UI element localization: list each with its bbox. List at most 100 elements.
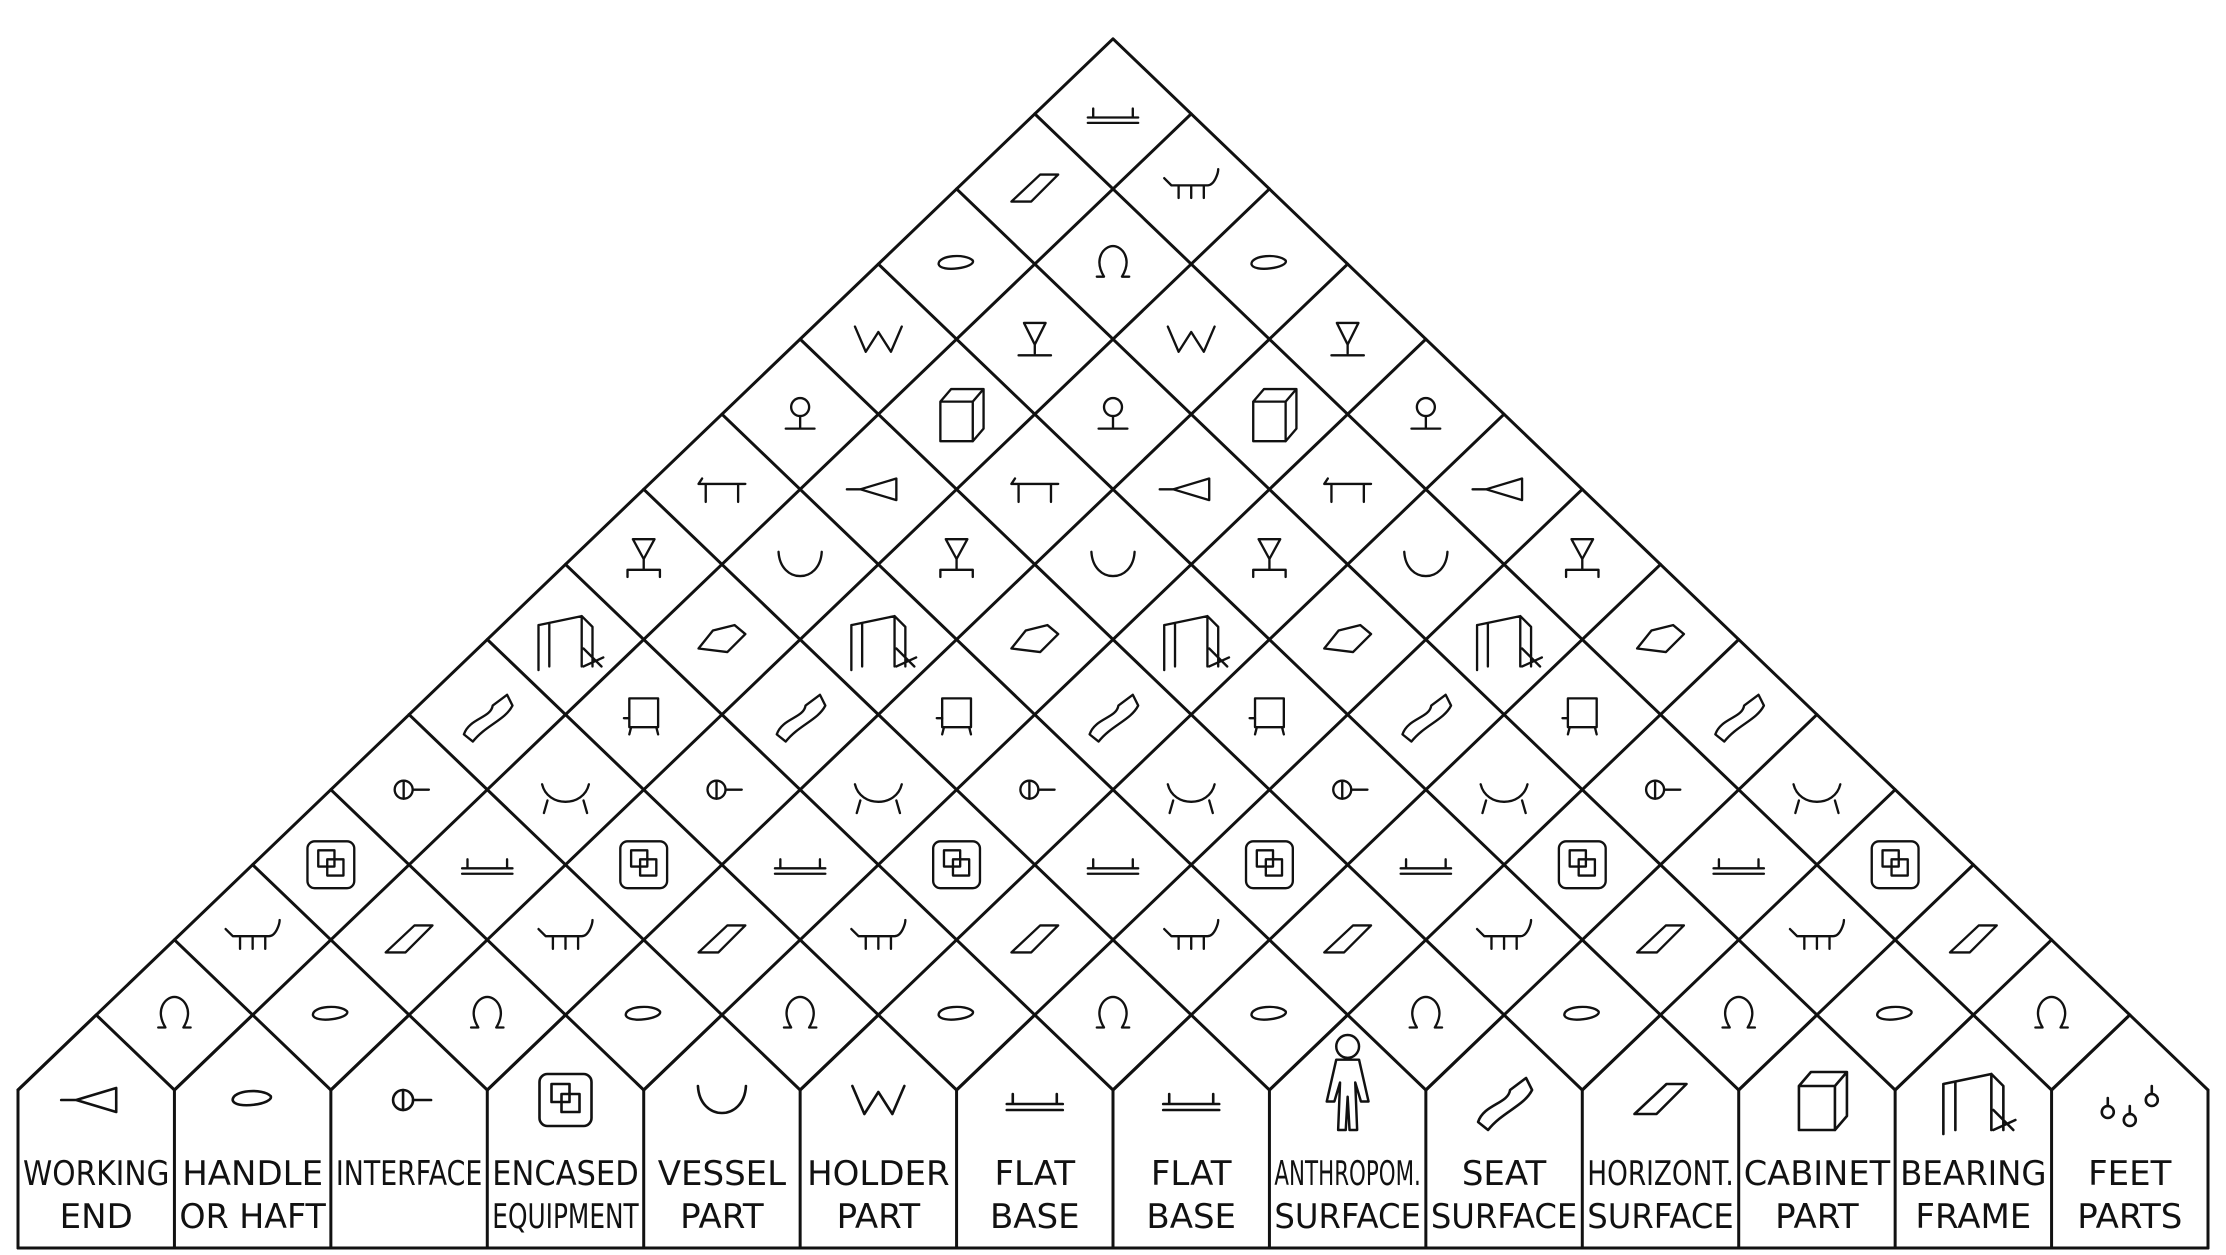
cell-symbol-tv-icon (1411, 398, 1440, 429)
cell-symbol-chair-icon (1794, 784, 1841, 813)
cell-symbol-bearing-icon (539, 616, 604, 670)
lattice-line (1035, 114, 2052, 1090)
cell-symbol-boxed-icon (1872, 841, 1919, 888)
cell-symbol-boxed-icon (933, 841, 980, 888)
cell-symbol-boxed-icon (1559, 841, 1606, 888)
cell-symbol-holderW-icon (855, 327, 902, 352)
cell-symbol-flatBase-icon (1088, 108, 1138, 122)
cell-symbol-sprawl-icon (1011, 625, 1058, 652)
cell-symbol-seat-icon (1090, 695, 1139, 742)
cell-symbol-bowl-icon (779, 552, 822, 576)
column-label-line1: HORIZONT. (1587, 1154, 1733, 1194)
cell-symbol-boxed-icon (307, 841, 354, 888)
cell-symbol-cone-icon (1160, 479, 1210, 501)
cell-symbol-chair-icon (1481, 784, 1528, 813)
cell-symbol-handle-icon (1564, 1007, 1598, 1020)
cell-symbol-boxed-icon (620, 841, 667, 888)
roof-line (1113, 1015, 1191, 1090)
cell-symbol-horiz-icon (1324, 925, 1371, 952)
flat-base-icon (1163, 1094, 1219, 1110)
roof-line (331, 1015, 409, 1090)
cell-symbol-bowl-icon (1404, 552, 1447, 576)
column-label-line2: EQUIPMENT (492, 1197, 639, 1237)
cell-symbol-handle-icon (939, 256, 973, 269)
column-label-line1: HOLDER (807, 1154, 950, 1194)
column-label-line1: FEET (2088, 1154, 2172, 1194)
cell-symbol-animal-icon (1164, 169, 1218, 198)
cell-symbol-holderW-icon (1168, 327, 1215, 352)
column-labels: WORKINGENDHANDLEOR HAFTINTERFACEENCASEDE… (23, 1154, 2182, 1237)
cell-symbol-screen-icon (1250, 698, 1284, 734)
roof-line (174, 1015, 252, 1090)
cell-symbol-handle-icon (1877, 1007, 1911, 1020)
column-label-line1: SEAT (1462, 1154, 1547, 1194)
cell-symbol-bearing-icon (1164, 616, 1229, 670)
roof-line (1582, 1015, 1660, 1090)
column-label-line1: INTERFACE (336, 1154, 482, 1194)
cell-symbol-iface-icon (1646, 781, 1680, 799)
column-label-line2: PARTS (2077, 1197, 2182, 1237)
roof-line (487, 1015, 565, 1090)
cell-symbol-screen-icon (937, 698, 971, 734)
cone-icon (61, 1088, 116, 1112)
lattice-line (722, 414, 1426, 1090)
column-label-line1: CABINET (1744, 1154, 1891, 1194)
column-label-line2: END (60, 1197, 133, 1237)
cell-symbol-chair-icon (855, 784, 902, 813)
cell-symbol-cabinet-icon (940, 389, 983, 441)
cell-symbol-horiz-icon (1011, 925, 1058, 952)
cell-symbol-sprawl-icon (1324, 625, 1371, 652)
roof-line (644, 1015, 722, 1090)
cell-symbol-handle-icon (626, 1007, 660, 1020)
lattice-line (253, 865, 488, 1090)
cell-symbol-omega-icon (1097, 246, 1129, 277)
roof-line (957, 1015, 1035, 1090)
cell-symbol-cabinet-icon (1253, 389, 1296, 441)
roof-line (2052, 1015, 2130, 1090)
bowl-icon (698, 1086, 746, 1113)
cell-symbol-tripod-icon (1253, 539, 1285, 577)
roof-line (1895, 1015, 1973, 1090)
grid-lines (18, 39, 2208, 1248)
seat-surface-icon (1478, 1078, 1532, 1130)
lattice-line (566, 564, 1114, 1090)
column-label-line2: OR HAFT (179, 1197, 326, 1237)
cell-symbol-flatBase-icon (775, 859, 825, 873)
cell-symbol-screen-icon (624, 698, 658, 734)
column-label-line2: PART (1775, 1197, 1859, 1237)
lattice-line (800, 414, 1504, 1090)
column-label-line2: SURFACE (1274, 1197, 1420, 1237)
horizontal-surface-icon (1635, 1084, 1687, 1114)
cell-symbol-sprawl-icon (699, 625, 746, 652)
cell-symbol-omega-icon (2035, 997, 2067, 1028)
column-label-line1: ENCASED (492, 1154, 638, 1194)
triangle-outline (18, 39, 2208, 1090)
cell-symbols (61, 108, 2158, 1134)
lattice-line (1113, 564, 1661, 1090)
cell-symbol-seat-icon (1715, 695, 1764, 742)
cell-symbol-iface-icon (1333, 781, 1367, 799)
column-label-line1: FLAT (994, 1154, 1075, 1194)
column-label-line1: FLAT (1151, 1154, 1232, 1194)
cell-symbol-iface-icon (395, 781, 429, 799)
human-figure-icon (1327, 1035, 1369, 1130)
column-label-line2: BASE (1146, 1197, 1236, 1237)
cell-symbol-screen-icon (1562, 698, 1596, 734)
cell-symbol-flatBase-icon (1714, 859, 1764, 873)
cell-symbol-horiz-icon (1011, 175, 1058, 202)
cell-symbol-table-icon (1011, 479, 1058, 502)
feet-icon (2102, 1086, 2158, 1126)
column-label-line2: BASE (990, 1197, 1080, 1237)
cell-symbol-animal-icon (1790, 920, 1844, 949)
cell-symbol-tv-icon (1099, 398, 1128, 429)
lattice-line (487, 264, 1347, 1090)
cell-symbol-chair-icon (542, 784, 589, 813)
cell-symbol-handle-icon (1251, 256, 1285, 269)
cell-symbol-chair-icon (1168, 784, 1215, 813)
cell-symbol-animal-icon (539, 920, 593, 949)
column-label-line1: ANTHROPOM. (1274, 1154, 1420, 1194)
roof-line (1269, 1015, 1347, 1090)
cell-symbol-seat-icon (777, 695, 826, 742)
cell-symbol-flatBase-icon (1088, 859, 1138, 873)
cell-symbol-omega-icon (784, 997, 816, 1028)
